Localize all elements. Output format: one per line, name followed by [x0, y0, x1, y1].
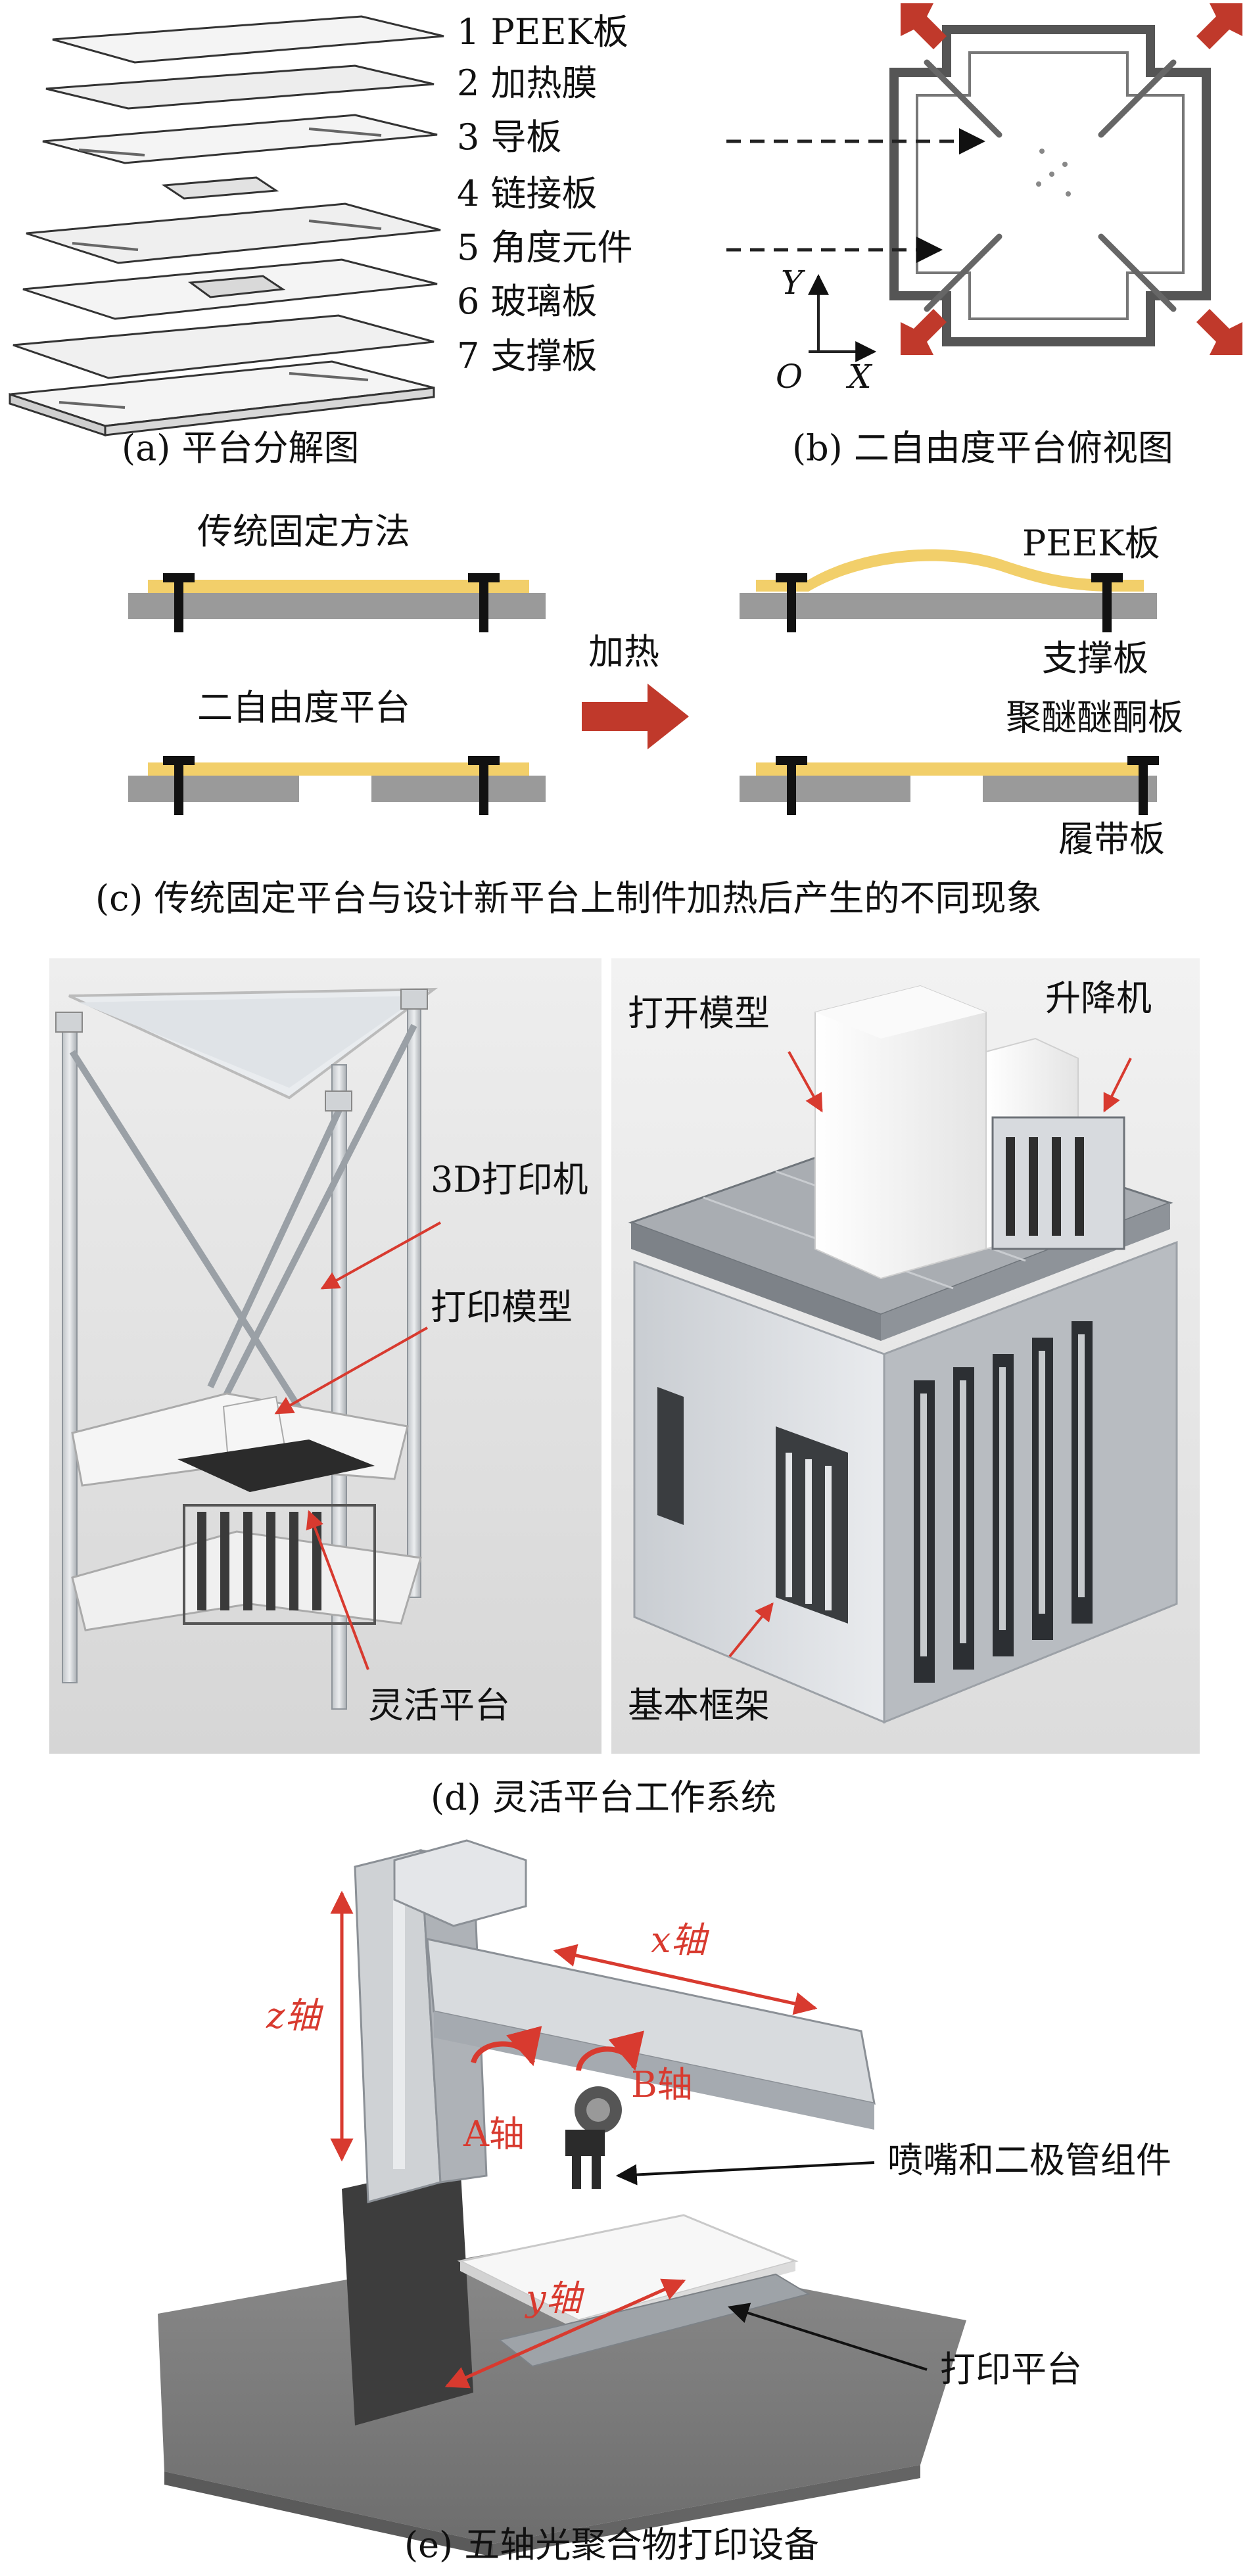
- part-label-3: 3 导板: [457, 116, 562, 158]
- label-track: 履带板: [1058, 818, 1165, 860]
- axis-origin-label: O: [776, 358, 803, 396]
- part-label-6: 6 玻璃板: [457, 281, 598, 322]
- caption-c: (c) 传统固定平台与设计新平台上制件加热后产生的不同现象: [95, 878, 1042, 919]
- part-label-4: 4 链接板: [457, 173, 598, 214]
- label-open-model: 打开模型: [628, 993, 770, 1034]
- label-frame: 基本框架: [628, 1685, 770, 1726]
- part-label-1: 1 PEEK板: [457, 11, 629, 53]
- label-support: 支撑板: [1042, 638, 1148, 679]
- caption-a: (a) 平台分解图: [122, 427, 360, 469]
- label-lifter: 升降机: [1045, 977, 1152, 1019]
- caption-d: (d) 灵活平台工作系统: [431, 1777, 776, 1818]
- label-print-platform: 打印平台: [940, 2349, 1082, 2390]
- label-print-model: 打印模型: [431, 1286, 573, 1328]
- part-label-5: 5 角度元件: [457, 227, 633, 268]
- label-peek: PEEK板: [1022, 523, 1160, 564]
- part-label-2: 2 加热膜: [457, 62, 598, 104]
- caption-b: (b) 二自由度平台俯视图: [792, 427, 1173, 469]
- label-y-axis: y轴: [526, 2278, 582, 2319]
- label-traditional: 传统固定方法: [197, 511, 410, 552]
- axis-y-label: Y: [781, 264, 803, 302]
- label-peek-board: 聚醚醚酮板: [1006, 697, 1183, 738]
- label-heat: 加热: [588, 631, 659, 672]
- axis-x-label: X: [848, 358, 872, 396]
- label-b-axis: B轴: [631, 2064, 693, 2105]
- exploded-layers: [9, 15, 444, 437]
- caption-e: (e) 五轴光聚合物打印设备: [404, 2524, 820, 2565]
- label-two-dof: 二自由度平台: [197, 687, 410, 728]
- label-a-axis: A轴: [463, 2113, 525, 2155]
- label-x-axis: x轴: [651, 1919, 707, 1961]
- part-label-7: 7 支撑板: [457, 335, 598, 377]
- heating-comparison: [128, 549, 1159, 815]
- label-nozzle: 喷嘴和二极管组件: [887, 2140, 1171, 2181]
- label-3d-printer: 3D打印机: [431, 1159, 588, 1200]
- platform-photo: [611, 958, 1200, 1754]
- top-view-platform: [726, 3, 1242, 362]
- label-flex-platform: 灵活平台: [368, 1685, 510, 1726]
- label-z-axis: z轴: [266, 1995, 321, 2036]
- printer-photo: [49, 958, 601, 1754]
- five-axis-printer: [158, 1839, 966, 2557]
